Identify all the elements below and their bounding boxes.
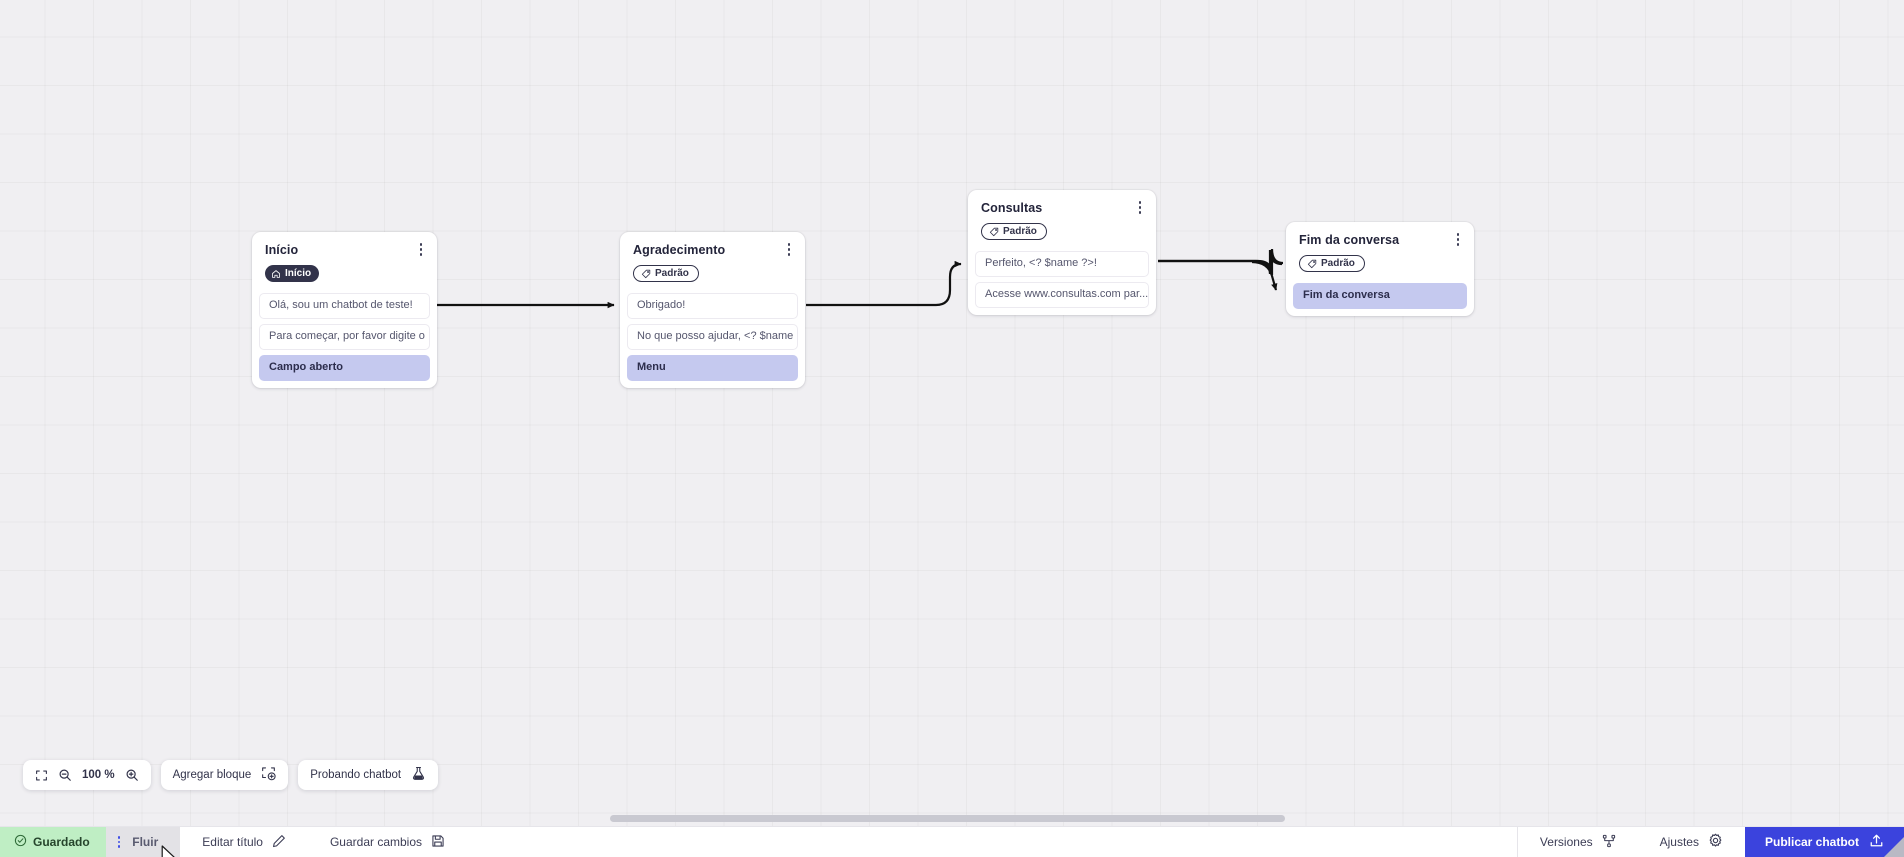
zoom-controls: 100 %: [23, 760, 151, 790]
save-changes-label: Guardar cambios: [329, 835, 423, 849]
flow-node-inicio[interactable]: Início Início Olá, sou um chatbot de tes…: [252, 232, 437, 388]
canvas-toolbar: 100 % Agregar bloque: [23, 760, 439, 790]
node-badge-label: Padrão: [1321, 257, 1355, 269]
node-row-highlighted[interactable]: Campo aberto: [259, 354, 430, 381]
node-row[interactable]: Obrigado!: [627, 292, 798, 319]
edit-title-button[interactable]: Editar título: [180, 827, 308, 857]
node-menu-icon[interactable]: [782, 241, 796, 258]
edit-title-label: Editar título: [202, 835, 263, 849]
node-badge-padrao[interactable]: Padrão: [1299, 255, 1365, 272]
node-header: Fim da conversa: [1286, 222, 1474, 248]
edge-consultas-fim: [1158, 248, 1284, 276]
node-badge-label: Início: [285, 267, 312, 279]
upload-icon: [1869, 833, 1884, 851]
add-block-label: Agregar bloque: [172, 769, 252, 781]
node-header: Agradecimento: [620, 232, 805, 258]
node-row-highlighted[interactable]: Fim da conversa: [1293, 282, 1467, 309]
node-badge-padrao[interactable]: Padrão: [981, 223, 1047, 240]
node-badge-inicio[interactable]: Início: [265, 265, 320, 282]
flow-node-agradecimento[interactable]: Agradecimento Padrão Obrigado: [620, 232, 805, 388]
saved-status-badge: Guardado: [0, 827, 106, 857]
add-block-button[interactable]: Agregar bloque: [160, 760, 289, 790]
node-row[interactable]: Olá, sou um chatbot de teste!: [259, 292, 430, 319]
node-menu-icon[interactable]: [414, 241, 428, 258]
pencil-icon: [272, 834, 286, 851]
canvas-horizontal-scrollbar[interactable]: [610, 815, 1285, 822]
edge-consultas-fim-arrow: [1251, 260, 1278, 291]
node-menu-icon[interactable]: [1133, 199, 1147, 216]
tab-fluir[interactable]: Fluir: [105, 827, 181, 857]
zoom-out-icon[interactable]: [58, 768, 72, 782]
status-bar-spacer: [467, 827, 1517, 857]
node-badge-label: Padrão: [1003, 225, 1037, 237]
tag-icon: [641, 269, 651, 279]
floppy-disk-icon: [431, 834, 445, 851]
node-badge-label: Padrão: [655, 267, 689, 279]
flow-node-fim-da-conversa[interactable]: Fim da conversa Padrão Fim da: [1286, 222, 1474, 316]
node-rows: Olá, sou um chatbot de teste! Para começ…: [252, 292, 437, 381]
flask-icon: [411, 766, 426, 784]
add-block-icon: [261, 766, 276, 784]
edge-consultas-fim-tail: [1158, 250, 1281, 274]
flow-canvas[interactable]: Início Início Olá, sou um chatbot de tes…: [0, 0, 1904, 826]
node-row[interactable]: Acesse www.consultas.com par...: [975, 281, 1149, 308]
node-rows: Perfeito, <? $name ?>! Acesse www.consul…: [968, 250, 1156, 308]
edge-consultas-fim-curve: [1158, 249, 1283, 275]
node-row-highlighted[interactable]: Menu: [627, 354, 798, 381]
node-row[interactable]: Para começar, por favor digite o ...: [259, 323, 430, 350]
node-badge-row: Padrão: [968, 216, 1156, 251]
versions-button[interactable]: Versiones: [1518, 827, 1638, 857]
node-header: Início: [252, 232, 437, 258]
settings-button[interactable]: Ajustes: [1638, 827, 1745, 857]
edge-agradecimento-consultas: [806, 260, 962, 307]
tag-icon: [989, 227, 999, 237]
node-badge-row: Padrão: [1286, 248, 1474, 283]
flow-node-consultas[interactable]: Consultas Padrão Perfeito, <?: [968, 190, 1156, 315]
status-bar: Guardado Fluir Editar título Guardar cam…: [0, 826, 1904, 857]
flow-connectors: [437, 248, 1284, 309]
zoom-in-icon[interactable]: [125, 768, 139, 782]
node-rows: Obrigado! No que posso ajudar, <? $name …: [620, 292, 805, 381]
test-chatbot-label: Probando chatbot: [310, 769, 402, 781]
save-changes-button[interactable]: Guardar cambios: [308, 827, 467, 857]
node-title: Início: [265, 243, 299, 257]
node-header: Consultas: [968, 190, 1156, 216]
zoom-level-value: 100 %: [82, 769, 115, 781]
gear-icon: [1708, 833, 1723, 851]
node-title: Agradecimento: [633, 243, 726, 257]
tab-fluir-label: Fluir: [132, 835, 159, 849]
check-circle-icon: [14, 834, 27, 850]
branch-icon: [1602, 834, 1616, 851]
home-icon: [271, 269, 281, 279]
node-row[interactable]: Perfeito, <? $name ?>!: [975, 250, 1149, 277]
node-row[interactable]: No que posso ajudar, <? $name ...: [627, 323, 798, 350]
saved-label: Guardado: [33, 835, 90, 849]
node-menu-icon[interactable]: [1451, 231, 1465, 248]
tag-icon: [1307, 259, 1317, 269]
versions-label: Versiones: [1539, 835, 1593, 849]
settings-label: Ajustes: [1659, 835, 1699, 849]
publish-chatbot-button[interactable]: Publicar chatbot: [1744, 827, 1904, 857]
node-badge-row: Padrão: [620, 258, 805, 293]
drag-dots-icon[interactable]: [117, 836, 121, 848]
node-badge-row: Início: [252, 258, 437, 293]
node-rows: Fim da conversa: [1286, 282, 1474, 309]
node-badge-padrao[interactable]: Padrão: [633, 265, 699, 282]
node-title: Fim da conversa: [1299, 233, 1400, 247]
node-title: Consultas: [981, 201, 1043, 215]
test-chatbot-button[interactable]: Probando chatbot: [298, 760, 439, 790]
publish-label: Publicar chatbot: [1764, 835, 1859, 849]
status-bar-divider: [1516, 827, 1518, 857]
fit-screen-icon[interactable]: [35, 769, 48, 782]
